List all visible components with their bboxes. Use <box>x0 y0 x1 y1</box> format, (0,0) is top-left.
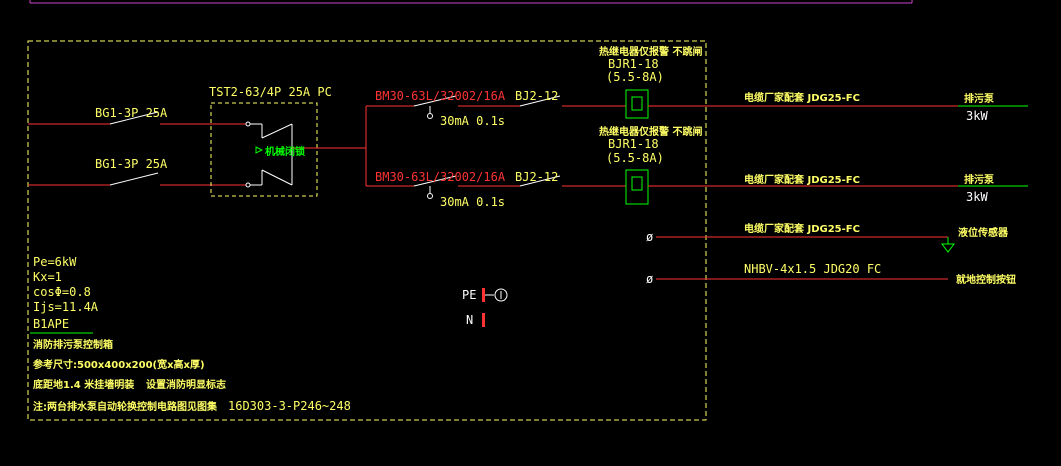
branch-breaker-label: BM30-63L/32002/16A <box>375 170 506 184</box>
branch-1: BM30-63L/32002/16A 30mA 0.1s BJ2-12 热继电器… <box>366 45 1028 128</box>
relay-range: (5.5-8A) <box>606 70 664 84</box>
input-feeder-2: BG1-3P 25A <box>28 157 246 186</box>
svg-text:ø: ø <box>646 272 653 286</box>
input-breaker-label: BG1-3P 25A <box>95 157 168 171</box>
n-label: N <box>466 313 473 327</box>
cable-spec: 电缆厂家配套 JDG25-FC <box>744 91 860 104</box>
note-sign: 设置消防明显标志 <box>146 378 226 391</box>
relay-range: (5.5-8A) <box>606 151 664 165</box>
param-cos: cosΦ=0.8 <box>33 285 91 299</box>
param-kx: Kx=1 <box>33 270 62 284</box>
control-line-sensor: ø 电缆厂家配套 JDG25-FC 液位传感器 <box>646 222 1009 253</box>
relay-model: BJR1-18 <box>608 137 659 151</box>
relay-note: 热继电器仅报警 不跳闸 <box>599 45 702 58</box>
cable-spec: 电缆厂家配套 JDG25-FC <box>744 222 860 235</box>
load-power: 3kW <box>966 190 988 204</box>
cable-spec: NHBV-4x1.5 JDG20 FC <box>744 262 881 276</box>
note-title: 消防排污泵控制箱 <box>33 338 113 351</box>
control-target: 就地控制按钮 <box>956 273 1016 286</box>
control-line-button: ø NHBV-4x1.5 JDG20 FC 就地控制按钮 <box>646 262 1016 286</box>
panel-notes: 消防排污泵控制箱 参考尺寸:500x400x200(宽x高x厚) 底距地1.4 … <box>33 338 351 413</box>
panel-parameters: Pe=6kW Kx=1 cosΦ=0.8 Ijs=11.4A B1APE <box>30 255 99 334</box>
ats-switch: TST2-63/4P 25A PC 机械闭锁 <box>209 85 366 197</box>
input-breaker-label: BG1-3P 25A <box>95 106 168 120</box>
panel-frame <box>27 40 707 421</box>
input-feeder-1: BG1-3P 25A <box>28 106 246 125</box>
relay-model: BJR1-18 <box>608 57 659 71</box>
ats-label: TST2-63/4P 25A PC <box>209 85 332 99</box>
note-atlas: 注:两台排水泵自动轮换控制电路图见图集 <box>33 400 218 413</box>
pe-label: PE <box>462 288 476 302</box>
load-name: 排污泵 <box>964 173 995 186</box>
branch-contactor-label: BJ2-12 <box>515 89 558 103</box>
note-ref: 16D303-3-P246~248 <box>228 399 351 413</box>
ground-icon <box>494 288 508 302</box>
branch-rcd-label: 30mA 0.1s <box>440 114 505 128</box>
sensor-icon <box>941 243 955 253</box>
ats-interlock-label: 机械闭锁 <box>265 145 305 158</box>
control-target: 液位传感器 <box>958 226 1009 239</box>
note-size: 参考尺寸:500x400x200(宽x高x厚) <box>33 358 205 371</box>
panel-id: B1APE <box>33 317 69 331</box>
cable-spec: 电缆厂家配套 JDG25-FC <box>744 173 860 186</box>
param-ijs: Ijs=11.4A <box>33 300 99 314</box>
svg-text:ø: ø <box>646 230 653 244</box>
param-pe: Pe=6kW <box>33 255 77 269</box>
branch-rcd-label: 30mA 0.1s <box>440 195 505 209</box>
pe-terminal: PE <box>462 288 508 302</box>
branch-contactor-label: BJ2-12 <box>515 170 558 184</box>
branch-breaker-label: BM30-63L/32002/16A <box>375 89 506 103</box>
load-name: 排污泵 <box>964 92 995 105</box>
note-mount: 底距地1.4 米挂墙明装 <box>33 378 134 391</box>
sheet-border <box>29 0 913 4</box>
branch-2: BM30-63L/32002/16A 30mA 0.1s BJ2-12 热继电器… <box>366 125 1028 209</box>
n-terminal: N <box>466 313 485 327</box>
relay-note: 热继电器仅报警 不跳闸 <box>599 125 702 138</box>
load-power: 3kW <box>966 109 988 123</box>
